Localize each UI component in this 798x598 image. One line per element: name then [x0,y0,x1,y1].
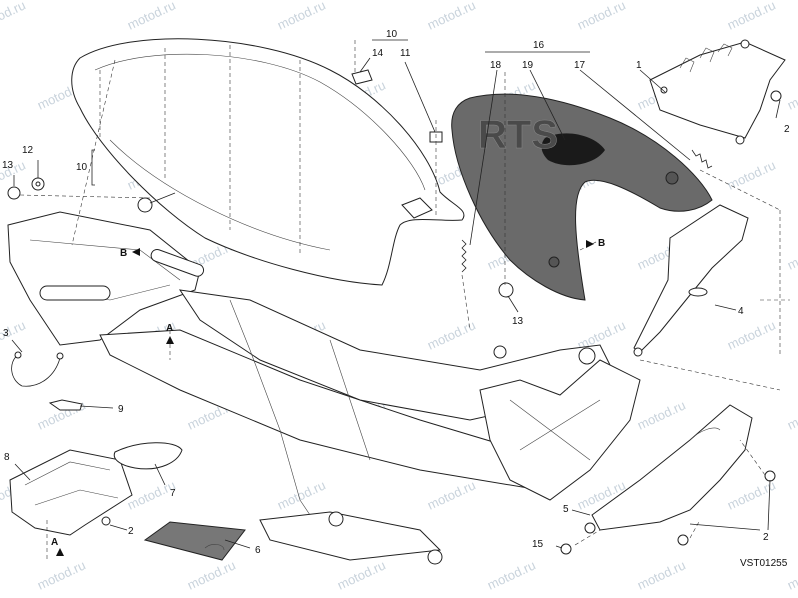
watermark-text: motod.ru [425,477,478,512]
watermark-text: motod.ru [425,317,478,352]
callout-9: 9 [118,404,124,415]
ref-a-tray: A [51,537,58,548]
watermark-text: motod.ru [485,557,538,592]
watermark-text: motod.ru [125,0,178,33]
callout-13-right: 13 [512,316,524,327]
watermark-text: motod.ru [335,557,388,592]
under-seat-tray [9,449,133,536]
callout-14: 14 [372,48,384,59]
watermark-text: motod.ru [0,0,28,33]
callout-10-top: 10 [386,29,398,40]
rubber-pad [351,69,373,85]
callout-13-left: 13 [2,160,14,171]
callout-19: 19 [522,60,534,71]
watermark-text: motod.ru [425,0,478,33]
callout-12: 12 [22,145,34,156]
drawing-code: VST01255 [740,558,788,569]
guide-lines [19,40,790,560]
callout-17: 17 [574,60,586,71]
bolt-15 [560,543,572,555]
spring-17 [691,149,713,169]
leader-lines [11,39,781,549]
callout-10-left: 10 [76,162,88,173]
callout-8: 8 [4,452,10,463]
seat-screw [137,192,176,213]
watermark-text: motod.ru [635,397,688,432]
cable [11,351,64,387]
callouts: 10 14 11 10 13 12 16 18 19 17 1 2 4 13 3… [2,29,790,556]
bolt-2-lower [677,534,689,546]
watermark-text: motod.ru [275,477,328,512]
callout-2-top: 2 [784,124,790,135]
watermark-text: motod.ru [725,0,778,33]
bolt-2-top [770,90,782,102]
watermark-text: motod.ru [785,397,798,432]
ref-b-cover: B [598,238,605,249]
clip [48,399,83,411]
spring-18 [461,239,467,273]
ref-a-frame: A [166,323,173,334]
callout-11: 11 [400,48,411,59]
foam-pad [113,442,183,470]
callout-1: 1 [636,60,642,71]
watermark-text: motod.ru [785,77,798,112]
watermark-text: motod.ru [725,157,778,192]
tail-cover: RTS [451,93,713,301]
subframe [7,211,641,565]
watermark-text: motod.ru [575,0,628,33]
fastener-13-left [7,186,21,200]
callout-5: 5 [563,504,569,515]
watermark-text: motod.ru [35,557,88,592]
callout-7: 7 [170,488,176,499]
watermark-text: motod.ru [185,557,238,592]
callout-2-tray: 2 [128,526,134,537]
fastener-12-left [31,177,45,191]
tail-bracket [649,39,786,145]
callout-3: 3 [3,328,9,339]
side-panel-right [633,204,749,357]
bolt-2-right [764,470,776,482]
tail-cover-logo: RTS [478,113,558,157]
callout-15: 15 [532,539,544,550]
fastener-13-right [498,282,514,298]
reference-letters: A A B B [51,238,605,556]
side-panel-lower [584,404,753,534]
callout-4: 4 [738,306,744,317]
watermark-text: motod.ru [275,0,328,33]
seat [71,38,465,286]
owners-manual [143,521,246,561]
bolt-2-tray [101,516,111,526]
callout-6: 6 [255,545,261,556]
callout-18: 18 [490,60,502,71]
ref-b-frame: B [120,248,127,259]
callout-2-right: 2 [763,532,769,543]
callout-16: 16 [533,40,545,51]
watermark-text: motod.ru [725,317,778,352]
watermark-text: motod.ru [785,237,798,272]
watermark-text: motod.ru [635,557,688,592]
